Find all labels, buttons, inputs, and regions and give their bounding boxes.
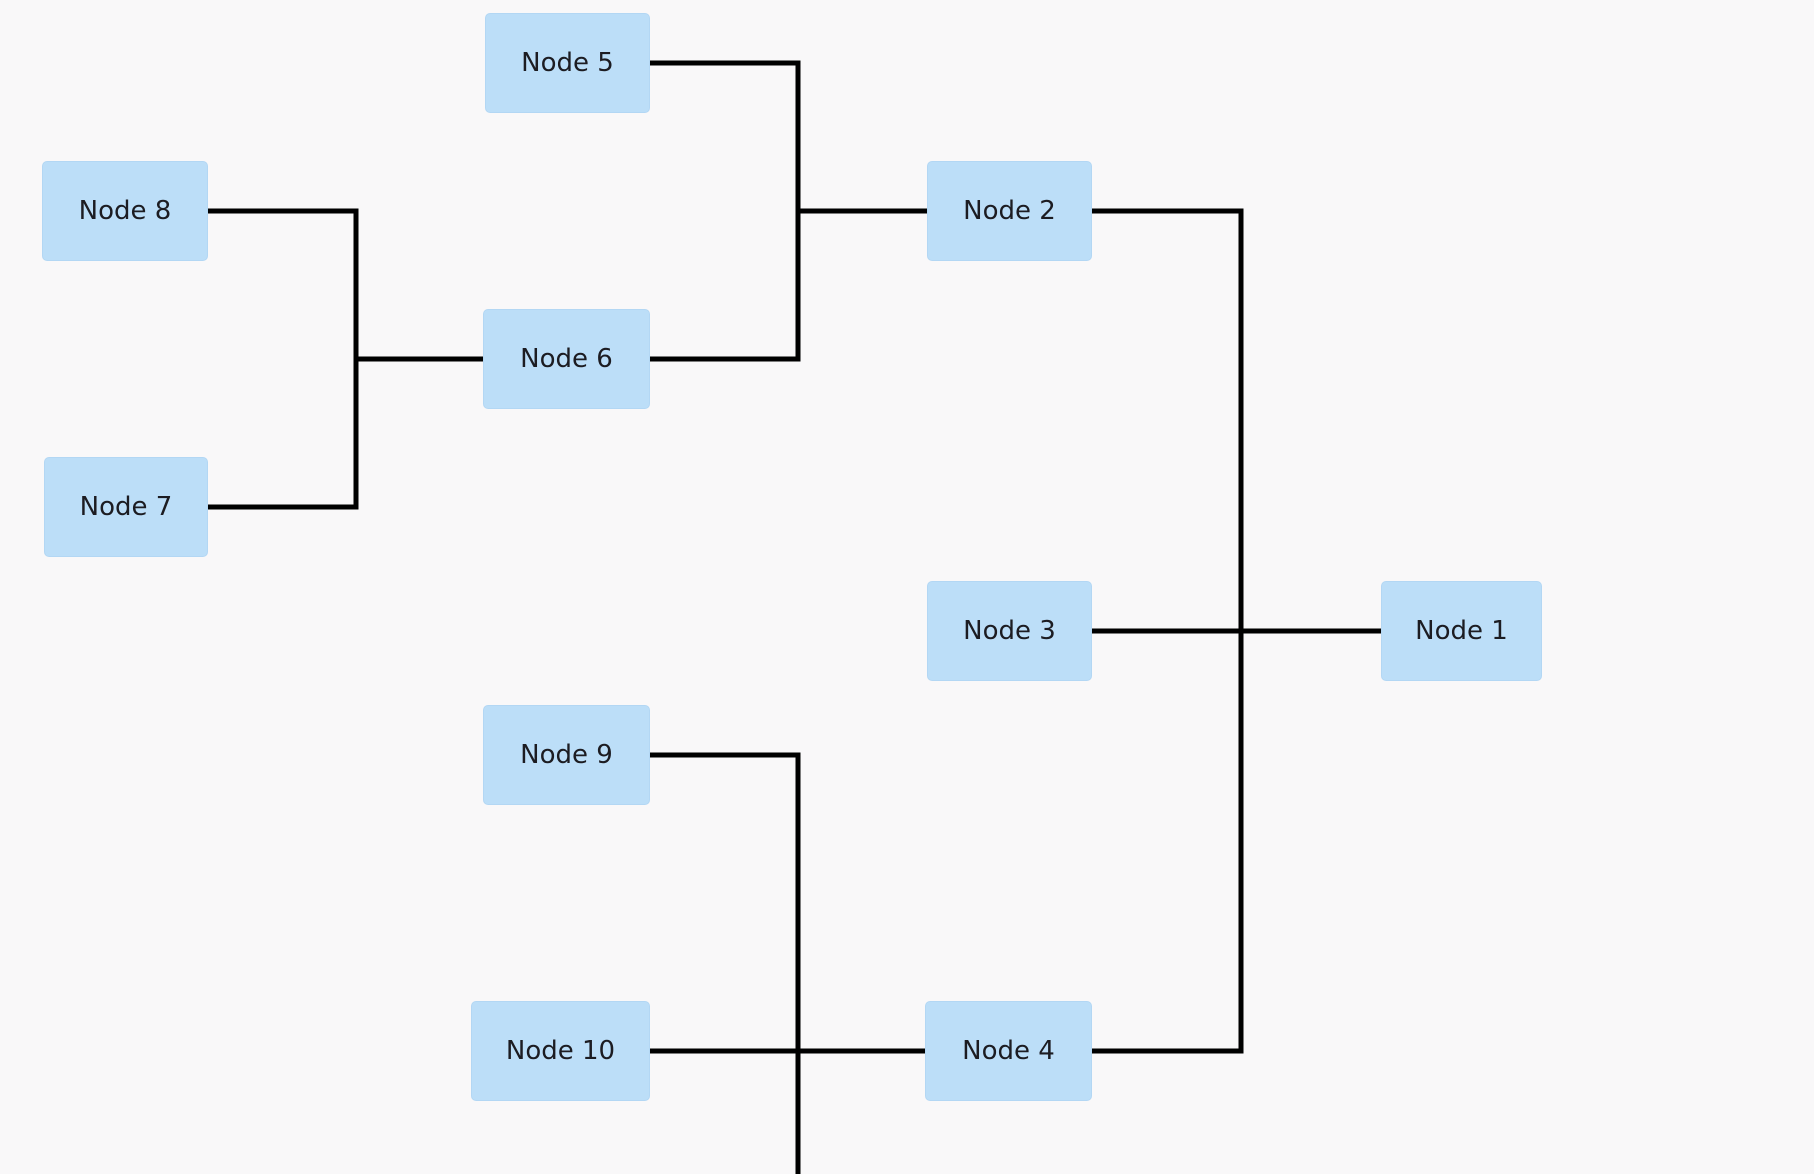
node-5[interactable]: Node 5 — [485, 13, 650, 113]
node-6[interactable]: Node 6 — [483, 309, 650, 409]
edge-n6-to-n2 — [650, 208, 927, 362]
node-4[interactable]: Node 4 — [925, 1001, 1092, 1101]
edge-n8-to-n6 — [208, 208, 483, 362]
node-9[interactable]: Node 9 — [483, 705, 650, 805]
node-1[interactable]: Node 1 — [1381, 581, 1542, 681]
edge-n2-to-n1 — [1092, 208, 1381, 634]
node-10[interactable]: Node 10 — [471, 1001, 650, 1101]
node-8[interactable]: Node 8 — [42, 161, 208, 261]
edge-n5-to-n2 — [650, 60, 927, 214]
node-2[interactable]: Node 2 — [927, 161, 1092, 261]
edge-n9-to-n4 — [650, 752, 925, 1054]
node-7[interactable]: Node 7 — [44, 457, 208, 557]
node-3[interactable]: Node 3 — [927, 581, 1092, 681]
edge-n7-to-n6 — [208, 356, 483, 510]
edge-n4-to-n1 — [1092, 628, 1381, 1054]
